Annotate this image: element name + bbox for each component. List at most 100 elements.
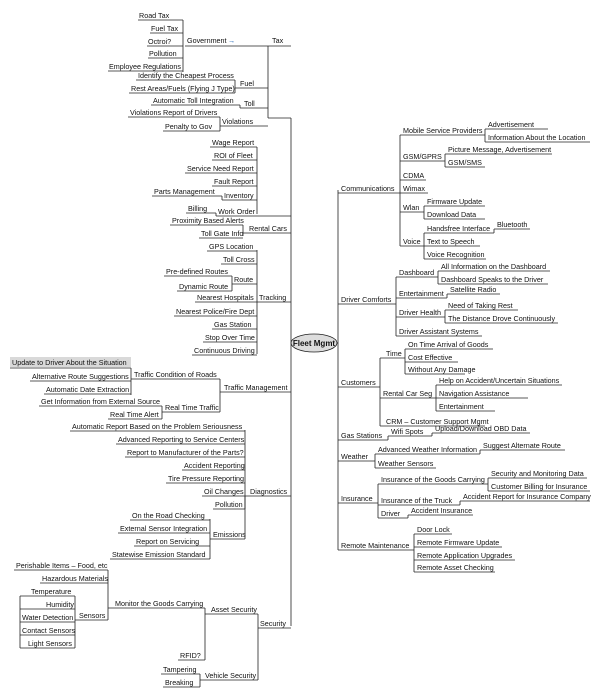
node-violations: Violations bbox=[222, 117, 253, 126]
leaf-advanced-reporting: Advanced Reporting to Service Centers bbox=[118, 435, 245, 444]
leaf-remote-app-upgrades: Remote Application Upgrades bbox=[417, 551, 512, 560]
leaf-real-time-alert: Real Time Alert bbox=[110, 410, 159, 419]
node-handsfree: Handsfree Interface bbox=[427, 224, 490, 233]
leaf-accident-insurance: Accident Insurance bbox=[411, 506, 472, 515]
node-toll: Toll bbox=[244, 99, 255, 108]
branch-traffic-management: Update to Driver About the Situation Alt… bbox=[10, 357, 291, 420]
node-remote-maintenance: Remote Maintenance bbox=[341, 541, 409, 550]
branch-work-order: Wage Report ROI of Fleet Service Need Re… bbox=[152, 138, 291, 217]
leaf-cost-effective: Cost Effective bbox=[408, 353, 452, 362]
node-driver-health: Driver Health bbox=[399, 308, 441, 317]
leaf-external-sensor: External Sensor Integration bbox=[120, 524, 207, 533]
branch-communications: Communications Mobile Service Providers … bbox=[338, 120, 590, 260]
node-rental-cars: Rental Cars bbox=[249, 224, 287, 233]
leaf-dynamic-route: Dynamic Route bbox=[179, 282, 228, 291]
branch-driver-comforts: Driver Comforts Dashboard All Informatio… bbox=[338, 262, 558, 337]
node-driver-comforts: Driver Comforts bbox=[341, 295, 392, 304]
leaf-security-monitoring: Security and Monitoring Data bbox=[491, 469, 584, 478]
leaf-octroi: Octroi? bbox=[148, 37, 171, 46]
leaf-all-info-dashboard: All Information on the Dashboard bbox=[441, 262, 546, 271]
branch-weather: Weather Advanced Weather Information Sug… bbox=[338, 441, 565, 469]
leaf-toll-cross: Toll Cross bbox=[223, 255, 255, 264]
leaf-accident-report-insurance: Accident Report for Insurance Company bbox=[463, 492, 591, 501]
node-insurance-goods: Insurance of the Goods Carrying bbox=[381, 475, 485, 484]
branch-fuel: Identify the Cheapest Process Rest Areas… bbox=[129, 71, 268, 94]
node-monitor-goods: Monitor the Goods Carrying bbox=[115, 599, 203, 608]
branch-remote-maintenance: Remote Maintenance Door Lock Remote Firm… bbox=[338, 525, 515, 573]
leaf-nearest-police: Nearest Police/Fire Dept bbox=[176, 307, 254, 316]
leaf-driver-assistant: Driver Assistant Systems bbox=[399, 327, 479, 336]
leaf-picture-message: Picture Message, Advertisement bbox=[448, 145, 551, 154]
leaf-report-servicing: Report on Servicing bbox=[136, 537, 199, 546]
leaf-road-tax: Road Tax bbox=[139, 11, 170, 20]
node-fuel: Fuel bbox=[240, 79, 254, 88]
branch-customers: Customers Time On Time Arrival of Goods … bbox=[338, 340, 562, 427]
leaf-crm: CRM – Customer Support Mgmt bbox=[386, 417, 489, 426]
node-mobile-providers: Mobile Service Providers bbox=[403, 126, 483, 135]
branch-rental-cars: Proximity Based Alerts Toll Gate Info Re… bbox=[170, 216, 291, 239]
node-wifi-spots: Wifi Spots bbox=[391, 427, 424, 436]
node-customers: Customers bbox=[341, 378, 376, 387]
leaf-rest-areas: Rest Areas/Fuels (Flying J Type) bbox=[131, 84, 235, 93]
node-inventory: Inventory bbox=[224, 191, 254, 200]
node-entertainment: Entertainment bbox=[399, 289, 444, 298]
branch-tax: Government → Tax Road Tax Fuel Tax Octro… bbox=[108, 11, 291, 118]
leaf-gps-location: GPS Location bbox=[209, 242, 253, 251]
leaf-help-accident: Help on Accident/Uncertain Situations bbox=[439, 376, 560, 385]
branch-violations: Violations Report of Drivers Penalty to … bbox=[128, 108, 291, 132]
node-traffic-management: Traffic Management bbox=[224, 383, 288, 392]
leaf-tampering: Tampering bbox=[163, 665, 197, 674]
leaf-breaking: Breaking bbox=[165, 678, 193, 687]
leaf-pollution-tax: Pollution bbox=[149, 49, 177, 58]
leaf-road-checking: On the Road Checking bbox=[132, 511, 205, 520]
branch-toll: Automatic Toll Integration Toll bbox=[151, 96, 268, 109]
leaf-text-to-speech: Text to Speech bbox=[427, 237, 475, 246]
leaf-water-detection: Water Detection bbox=[22, 613, 73, 622]
center-label: Fleet Mgmt bbox=[293, 339, 336, 348]
branch-diagnostics: Automatic Report Based on the Problem Se… bbox=[70, 422, 291, 560]
node-voice: Voice bbox=[403, 237, 421, 246]
leaf-oil-changes: Oil Changes bbox=[204, 487, 244, 496]
leaf-gas-station: Gas Station bbox=[214, 320, 252, 329]
leaf-accident-reporting: Accident Reporting bbox=[184, 461, 245, 470]
node-communications: Communications bbox=[341, 184, 395, 193]
leaf-report-manufacturer: Report to Manufacturer of the Parts? bbox=[127, 448, 244, 457]
node-diagnostics: Diagnostics bbox=[250, 487, 288, 496]
node-real-time-traffic: Real Time Traffic bbox=[165, 403, 219, 412]
branch-tracking: GPS Location Toll Cross Pre-defined Rout… bbox=[164, 242, 291, 356]
leaf-entertainment-rental: Entertainment bbox=[439, 402, 484, 411]
leaf-alternative-route: Alternative Route Suggestions bbox=[32, 372, 129, 381]
leaf-location-info: Information About the Location bbox=[488, 133, 586, 142]
node-rental-car-seg: Rental Car Seg bbox=[383, 389, 432, 398]
node-tracking: Tracking bbox=[259, 293, 286, 302]
node-insurance-truck: Insurance of the Truck bbox=[381, 496, 453, 505]
leaf-distance-drove: The Distance Drove Continuously bbox=[448, 314, 555, 323]
leaf-service-need: Service Need Report bbox=[187, 164, 254, 173]
leaf-auto-report: Automatic Report Based on the Problem Se… bbox=[72, 422, 243, 431]
node-advanced-weather: Advanced Weather Information bbox=[378, 445, 477, 454]
leaf-date-extraction: Automatic Date Extraction bbox=[46, 385, 129, 394]
node-insurance: Insurance bbox=[341, 494, 373, 503]
leaf-on-time-arrival: On Time Arrival of Goods bbox=[408, 340, 489, 349]
leaf-continuous-driving: Continuous Driving bbox=[194, 346, 255, 355]
node-traffic-condition: Traffic Condition of Roads bbox=[134, 370, 217, 379]
leaf-need-rest: Need of Taking Rest bbox=[448, 301, 513, 310]
leaf-customer-billing: Customer Billing for Insurance bbox=[491, 482, 587, 491]
branch-gas-stations: Gas Stations Wifi Spots Upload/Download … bbox=[338, 424, 530, 441]
node-route: Route bbox=[234, 275, 253, 284]
leaf-tire-pressure: Tire Pressure Reporting bbox=[168, 474, 244, 483]
node-work-order: Work Order bbox=[218, 207, 256, 216]
leaf-automatic-toll: Automatic Toll Integration bbox=[153, 96, 234, 105]
leaf-toll-gate-info: Toll Gate Info bbox=[201, 229, 243, 238]
leaf-cheapest-process: Identify the Cheapest Process bbox=[138, 71, 234, 80]
node-emissions: Emissions bbox=[213, 530, 246, 539]
leaf-proximity-alerts: Proximity Based Alerts bbox=[172, 216, 244, 225]
node-time: Time bbox=[386, 349, 402, 358]
node-gsm-gprs: GSM/GPRS bbox=[403, 152, 442, 161]
branch-security: Perishable Items – Food, etc Hazardous M… bbox=[14, 561, 291, 688]
leaf-firmware-update: Firmware Update bbox=[427, 197, 482, 206]
leaf-hazardous: Hazardous Materials bbox=[42, 574, 108, 583]
leaf-light-sensors: Light Sensors bbox=[28, 639, 72, 648]
